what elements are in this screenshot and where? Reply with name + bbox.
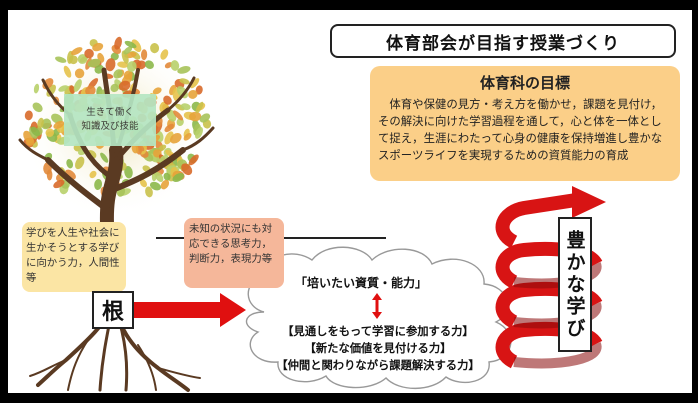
leaf xyxy=(152,87,162,95)
leaf xyxy=(131,39,142,53)
leaf xyxy=(127,61,137,72)
page-title: 体育部会が目指す授業づくり xyxy=(330,24,676,58)
goal-body: 体育や保健の見方・考え方を働かせ，課題を見付け，その解決に向けた学習過程を通して… xyxy=(378,97,663,162)
leaf xyxy=(140,49,148,61)
leaf xyxy=(32,102,43,113)
ability-item: 【仲間と関わりながら課題解決する力】 xyxy=(276,359,480,372)
cultivate-heading: 「培いたい資質・能力」 xyxy=(294,276,427,290)
leaf xyxy=(175,103,185,111)
leaf xyxy=(55,56,67,63)
leaf xyxy=(94,64,104,74)
leaf xyxy=(118,80,131,91)
leaf xyxy=(170,60,180,71)
leaf xyxy=(163,172,171,181)
leaf xyxy=(181,163,193,176)
leaf xyxy=(105,58,116,72)
leaf xyxy=(160,179,170,190)
leaf xyxy=(164,62,173,69)
leaf xyxy=(124,166,133,179)
humanity-box: 学びを人生や社会に生かそうとする学びに向かう力，人間性等 xyxy=(22,222,126,292)
goal-box: 体育科の目標 体育や保健の見方・考え方を働かせ，課題を見付け，その解決に向けた学… xyxy=(370,66,680,181)
leaf xyxy=(63,65,72,78)
knowledge-line-1: 生きて働く xyxy=(86,107,134,118)
leaf xyxy=(173,110,184,121)
leaf xyxy=(69,85,75,94)
leaf xyxy=(114,36,122,50)
leaf xyxy=(85,85,96,96)
ability-item: 【見通しをもって学習に参加する力】 xyxy=(282,325,474,338)
leaf xyxy=(24,110,33,121)
leaf xyxy=(160,49,169,60)
knowledge-skills-box: 生きて働く 知識及び技能 xyxy=(64,94,156,146)
thinking-box: 未知の状況にも対応できる思考力，判断力，表現力等 xyxy=(184,218,284,288)
leaf xyxy=(189,111,202,122)
leaf xyxy=(170,133,182,144)
leaf xyxy=(110,52,119,61)
leaf xyxy=(145,186,153,198)
leaf xyxy=(71,47,83,56)
leaf xyxy=(46,84,56,97)
leaf xyxy=(33,83,40,94)
leaf xyxy=(199,113,211,123)
leaf xyxy=(188,154,199,166)
knowledge-line-2: 知識及び技能 xyxy=(81,121,139,132)
diagram-frame: 体育部会が目指す授業づくり 体育科の目標 体育や保健の見方・考え方を働かせ，課題… xyxy=(8,10,692,393)
leaf xyxy=(183,133,192,141)
leaf xyxy=(177,66,191,74)
leaf xyxy=(30,126,41,137)
double-arrow-icon xyxy=(372,293,382,319)
leaf xyxy=(123,70,133,80)
rich-learning-label: 豊かな学び xyxy=(558,217,592,352)
leaf xyxy=(110,83,119,93)
leaf xyxy=(124,40,137,49)
leaf xyxy=(75,156,85,170)
leaf xyxy=(113,69,123,79)
leaf xyxy=(164,123,174,133)
leaf xyxy=(149,181,162,191)
leaf xyxy=(66,159,74,169)
leaf xyxy=(190,78,200,89)
leaf xyxy=(73,79,82,92)
leaf xyxy=(172,172,185,183)
root-label: 根 xyxy=(92,291,134,329)
ability-item: 【新たな価値を見付ける力】 xyxy=(304,342,452,355)
leaf xyxy=(180,103,191,111)
leaf xyxy=(144,60,154,70)
leaf xyxy=(139,179,148,188)
leaf xyxy=(100,152,109,163)
leaf xyxy=(26,137,35,146)
leaf xyxy=(77,54,88,64)
leaf xyxy=(195,85,203,95)
leaf xyxy=(84,48,94,59)
leaf xyxy=(179,78,190,85)
leaf xyxy=(188,89,198,99)
leaf xyxy=(150,43,160,54)
leaf xyxy=(74,68,85,79)
root-arrow xyxy=(134,293,246,327)
leaf xyxy=(58,85,69,92)
leaf xyxy=(163,95,172,105)
leaf xyxy=(94,179,103,190)
leaf xyxy=(195,126,203,139)
leaf xyxy=(69,55,78,65)
spiral-arrow xyxy=(495,186,606,369)
leaf xyxy=(92,42,104,52)
leaf xyxy=(123,46,133,55)
leaf xyxy=(53,179,65,189)
leaf xyxy=(53,120,65,129)
leaf xyxy=(87,58,101,68)
leaf xyxy=(195,101,204,114)
leaf xyxy=(37,117,44,129)
leaf xyxy=(89,170,97,179)
leaf xyxy=(46,169,53,181)
goal-heading: 体育科の目標 xyxy=(479,74,570,92)
leaf xyxy=(45,128,55,137)
leaf xyxy=(176,86,188,99)
leaf xyxy=(131,144,139,154)
